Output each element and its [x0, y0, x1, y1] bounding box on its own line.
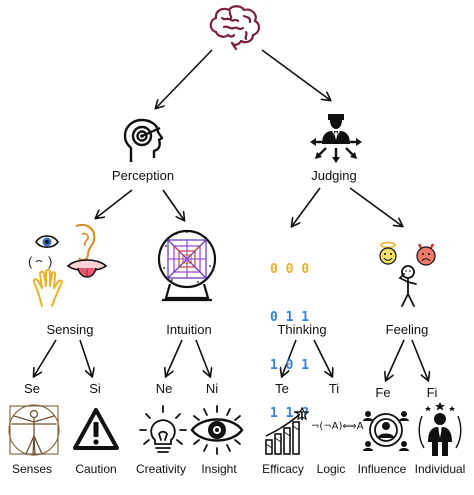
binary-row-1: 0 0 0: [270, 262, 310, 277]
node-feeling-label: Feeling: [385, 322, 429, 337]
binary-digits-icon: 0 0 0 0 1 1 1 0 1 1 1 ?: [270, 230, 332, 454]
function-ni-label: Ni: [205, 381, 219, 396]
binary-row-3: 1 0 1: [270, 358, 310, 373]
node-sensing-label: Sensing: [46, 322, 94, 337]
arrow-feeling-fe: [386, 339, 405, 380]
network-person-icon: [363, 411, 409, 451]
node-thinking-label: Thinking: [277, 322, 327, 337]
arrow-root-perception: [156, 49, 213, 108]
growth-chart-icon: [265, 406, 310, 455]
node-intuition-label: Intuition: [166, 322, 212, 337]
binary-row-4: 1 1 ?: [270, 406, 310, 421]
arrow-feeling-fi: [411, 339, 428, 380]
function-ne-label: Ne: [155, 381, 173, 396]
vitruvian-man-icon: [8, 404, 60, 456]
senses-icon: ( ): [28, 224, 108, 307]
logic-formula-icon: ¬(¬A)⟺A: [311, 421, 364, 432]
arrow-judging-thinking: [292, 187, 321, 226]
function-si-name: Caution: [75, 462, 117, 476]
function-ti-label: Ti: [328, 381, 340, 396]
emotion-faces-icon: [379, 241, 436, 307]
node-perception-label: Perception: [111, 168, 175, 183]
eye-small-icon: [35, 235, 59, 249]
function-si-label: Si: [89, 381, 101, 396]
arrow-root-judging: [261, 49, 330, 100]
function-te-name: Efficacy: [262, 462, 304, 476]
function-fe-name: Influence: [357, 462, 407, 476]
function-se-label: Se: [24, 381, 40, 396]
target-head-icon: [123, 118, 164, 162]
arrow-sensing-se: [34, 339, 57, 376]
function-ni-name: Insight: [201, 462, 237, 476]
arrow-intuition-ni: [195, 339, 210, 376]
function-se-name: Senses: [11, 462, 53, 476]
arrow-thinking-te: [282, 339, 297, 376]
function-ne-name: Creativity: [135, 462, 187, 476]
function-fi-name: Individual: [414, 462, 466, 476]
arrow-sensing-si: [79, 339, 92, 376]
star-person-icon: [418, 402, 462, 456]
arrow-thinking-ti: [313, 339, 332, 376]
lightbulb-icon: [139, 405, 187, 453]
function-fi-label: Fi: [426, 385, 438, 400]
function-te-label: Te: [275, 381, 289, 396]
eye-icon: [190, 405, 244, 455]
arrow-perception-sensing: [96, 189, 133, 218]
decision-person-icon: [310, 114, 362, 163]
node-judging-label: Judging: [311, 168, 357, 183]
svg-text:(: (: [28, 254, 33, 269]
arrow-judging-feeling: [349, 187, 402, 226]
function-ti-name: Logic: [316, 462, 346, 476]
arrow-perception-intuition: [162, 189, 184, 220]
svg-text:): ): [48, 254, 52, 269]
logic-formula-text: ¬(¬A)⟺A: [311, 421, 364, 432]
crystal-ball-icon: [157, 229, 217, 302]
brain-icon: [209, 5, 260, 50]
arrow-intuition-ne: [166, 339, 183, 376]
warning-triangle-icon: [73, 408, 119, 450]
function-fe-label: Fe: [375, 385, 391, 400]
binary-row-2: 0 1 1: [270, 310, 310, 325]
